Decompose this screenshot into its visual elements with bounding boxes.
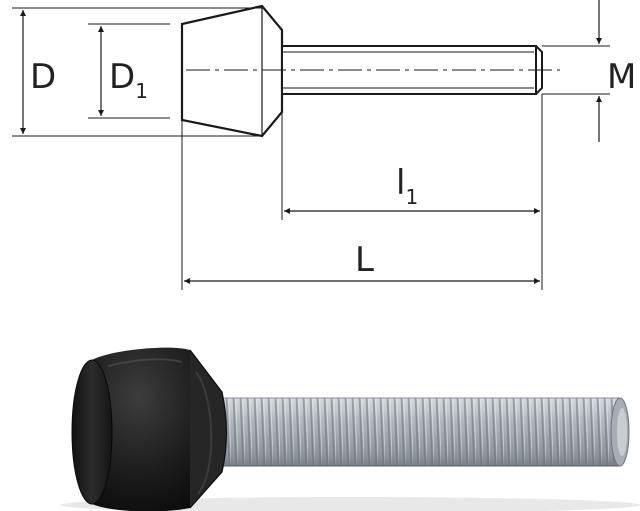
label-d1-sub: 1 bbox=[135, 79, 148, 103]
threaded-shaft bbox=[210, 397, 630, 467]
rubber-cap bbox=[71, 347, 228, 511]
product-photo bbox=[60, 347, 640, 511]
label-l1-main: l bbox=[396, 163, 405, 203]
label-l: L bbox=[355, 240, 374, 280]
label-l1: l1 bbox=[396, 163, 418, 209]
head-outline bbox=[180, 4, 284, 138]
label-m: M bbox=[607, 57, 636, 97]
label-d1: D1 bbox=[109, 57, 148, 103]
label-d1-main: D bbox=[109, 57, 135, 97]
photo-shadow bbox=[60, 497, 640, 511]
cap-back-face bbox=[71, 359, 113, 505]
label-l1-sub: 1 bbox=[405, 185, 418, 209]
line-drawing bbox=[12, 0, 610, 290]
label-d: D bbox=[30, 57, 56, 97]
